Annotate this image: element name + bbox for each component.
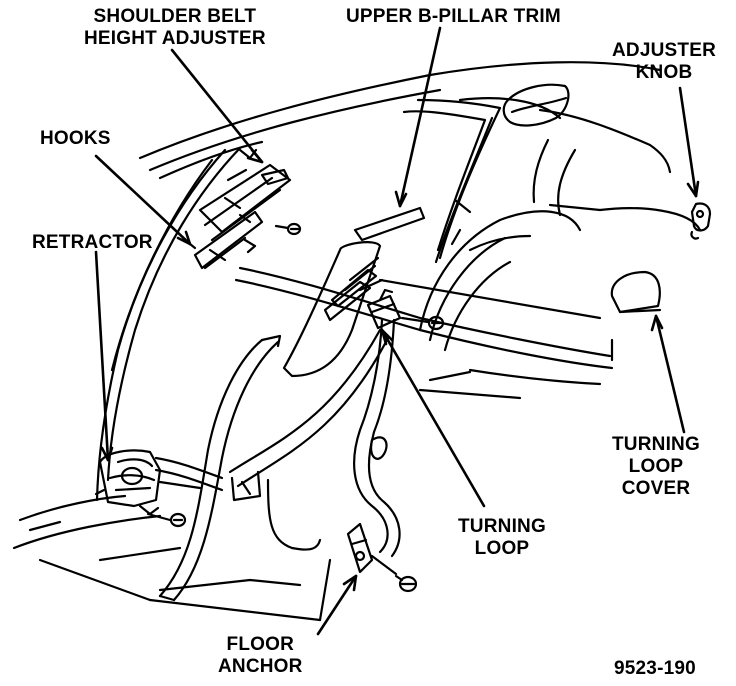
label-line: ANCHOR <box>218 656 303 677</box>
label-hooks: HOOKS <box>40 128 111 150</box>
label-line: UPPER B-PILLAR TRIM <box>346 6 561 27</box>
vehicle-body-outline <box>12 61 702 622</box>
turning-loop-screw <box>400 315 445 331</box>
label-line: KNOB <box>635 62 693 83</box>
retractor-unit <box>94 449 224 516</box>
label-turning-loop-cover: TURNING LOOP COVER <box>612 434 700 500</box>
label-shoulder-belt-height-adjuster: SHOULDER BELT HEIGHT ADJUSTER <box>84 6 266 50</box>
leader-lines <box>94 26 700 636</box>
figure-number: 9523-190 <box>614 658 696 679</box>
seat-belt-webbing <box>228 318 401 558</box>
label-line: TURNING <box>612 434 700 455</box>
label-upper-b-pillar-trim: UPPER B-PILLAR TRIM <box>346 6 561 28</box>
turning-loop-part <box>366 288 402 330</box>
turning-loop-cover-part <box>610 270 662 314</box>
label-retractor: RETRACTOR <box>32 232 153 254</box>
floor-anchor-part <box>346 522 398 576</box>
label-floor-anchor: FLOOR ANCHOR <box>218 634 303 678</box>
label-line: SHOULDER BELT <box>93 6 257 27</box>
label-line: RETRACTOR <box>32 232 153 253</box>
lower-b-pillar-trim <box>158 334 282 602</box>
label-line: HEIGHT ADJUSTER <box>84 28 266 49</box>
floor-anchor-bolt <box>394 574 418 593</box>
label-line: TURNING <box>458 516 546 537</box>
label-turning-loop: TURNING LOOP <box>458 516 546 560</box>
label-line: HOOKS <box>40 128 111 149</box>
adjuster-knob-part <box>690 202 712 240</box>
label-line: COVER <box>621 478 691 499</box>
label-line: LOOP <box>474 538 530 559</box>
retractor-screw <box>146 512 187 528</box>
label-line: LOOP <box>628 456 684 477</box>
upper-b-pillar-trim-part <box>282 206 426 378</box>
adjuster-screw <box>274 222 302 236</box>
label-line: FLOOR <box>226 634 295 655</box>
height-adjuster-assembly <box>183 148 292 270</box>
label-line: ADJUSTER <box>612 40 717 61</box>
label-adjuster-knob: ADJUSTER KNOB <box>612 40 716 84</box>
